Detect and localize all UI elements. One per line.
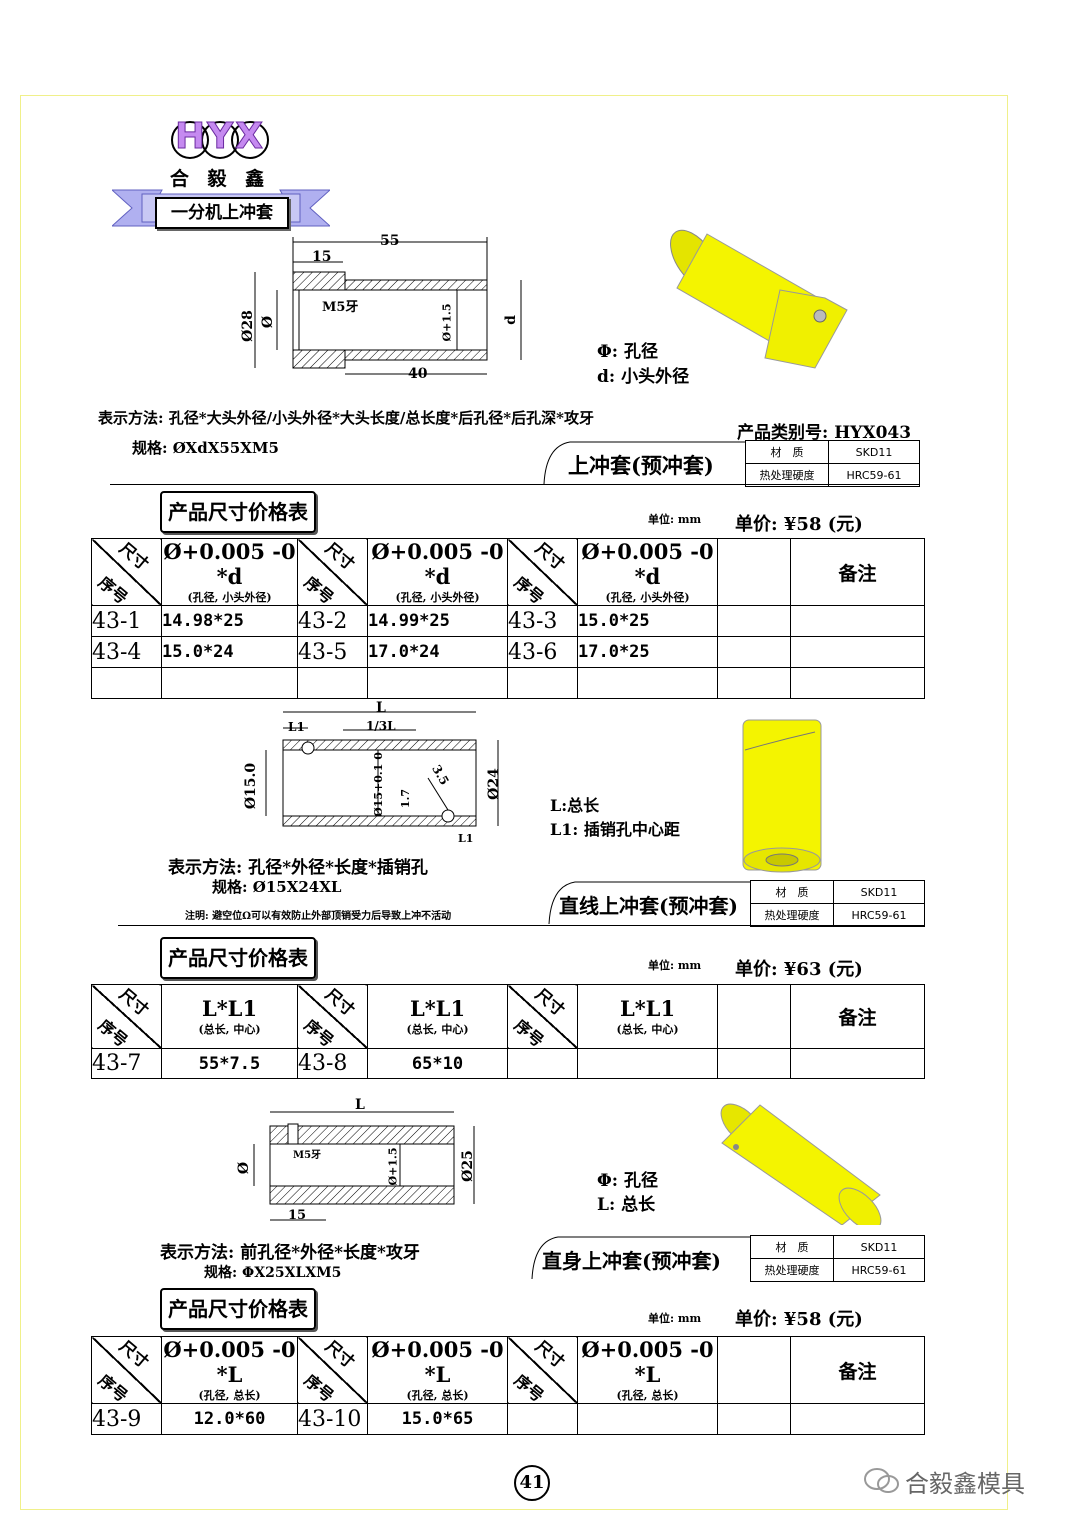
render-straight-sleeve [742, 719, 822, 873]
price-table-2: 尺寸序号 L*L1(总长, 中心) 尺寸序号 L*L1(总长, 中心) 尺寸序号… [91, 984, 925, 1079]
dim-d15t: Ø15+0.1 0 [371, 752, 385, 817]
table-title-3: 产品尺寸价格表 [160, 1288, 316, 1330]
logo-cn: 合 毅 鑫 [169, 168, 271, 190]
page-frame [20, 95, 1008, 1510]
dim-L1-2: L1 [288, 720, 305, 734]
dim-d28: Ø28 [239, 310, 256, 342]
legend-d: d: 小头外径 [597, 367, 690, 387]
banner-title: 一分机上冲套 [155, 197, 289, 229]
product-name-1: 上冲套(预冲套) [568, 453, 714, 478]
dim-d-3: Ø [236, 1161, 253, 1175]
hardness-label-1: 热处理硬度 [745, 463, 829, 487]
dim-55: 55 [380, 233, 400, 249]
divider-1 [110, 484, 920, 485]
hardness-1: HRC59-61 [828, 463, 920, 487]
wechat-icon [864, 1468, 899, 1493]
thread-label: M5牙 [322, 300, 359, 315]
col-header-1a: Ø+0.005 -0 *d(孔径, 小头外径) [161, 538, 298, 606]
dim-15-3: 15 [288, 1208, 307, 1223]
diag-header: 尺寸序号 [91, 538, 162, 608]
price-1: 单价: ¥58 (元) [735, 514, 863, 535]
unit-1: 单位: mm [648, 513, 702, 526]
spec-3: 规格: ΦX25XLXM5 [204, 1265, 342, 1281]
dim-third: 1/3L [366, 719, 396, 733]
dim-d15-3: Ø+1.5 [386, 1147, 400, 1186]
legend-L: L:总长 [550, 796, 600, 815]
drawing-straight-body-sleeve [253, 1111, 475, 1221]
table-title-1: 产品尺寸价格表 [160, 491, 316, 533]
material-1: SKD11 [828, 440, 920, 464]
col-header-3b: Ø+0.005 -0 *L(孔径, 总长) [367, 1336, 508, 1404]
render-straight-body-sleeve [720, 1103, 882, 1225]
dim-d15: Ø15.0 [243, 762, 260, 810]
remark-header-2: 备注 [790, 984, 925, 1049]
dim-d-back: Ø+1.5 [440, 303, 454, 342]
dim-L-3: L [355, 1097, 365, 1113]
product-name-2: 直线上冲套(预冲套) [559, 894, 738, 918]
col-header-3c: Ø+0.005 -0 *L(孔径, 总长) [577, 1336, 718, 1404]
dim-L-2: L [376, 700, 386, 716]
material-label-1: 材 质 [745, 440, 829, 464]
col-header-2b: L*L1(总长, 中心) [367, 984, 508, 1049]
dim-d-hole: Ø [260, 315, 277, 329]
table-title-2: 产品尺寸价格表 [160, 937, 316, 979]
remark-header-3: 备注 [790, 1336, 925, 1404]
col-header-1b: Ø+0.005 -0 *d(孔径, 小头外径) [367, 538, 508, 606]
price-table-1: 尺寸序号 Ø+0.005 -0 *d(孔径, 小头外径) 尺寸序号 Ø+0.00… [91, 538, 925, 699]
watermark: 合毅鑫模具 [905, 1470, 1025, 1498]
product-name-3: 直身上冲套(预冲套) [542, 1249, 721, 1273]
dim-L1-bottom: L1 [458, 832, 474, 845]
dim-40: 40 [408, 366, 428, 382]
page-number: 41 [514, 1465, 550, 1501]
unit-3: 单位: mm [648, 1312, 702, 1325]
dim-15: 15 [312, 249, 332, 265]
dim-d24: Ø24 [485, 768, 502, 800]
legend-L1: L1: 插销孔中心距 [550, 820, 680, 839]
brand-logo [171, 121, 269, 159]
dim-d-small: d [502, 315, 519, 325]
price-table-3: 尺寸序号 Ø+0.005 -0 *L(孔径, 总长) 尺寸序号 Ø+0.005 … [91, 1336, 925, 1435]
spec-1: 规格: ØXdX55XM5 [132, 439, 279, 457]
logo-letters: HYX [175, 116, 265, 158]
method-1: 表示方法: 孔径*大头外径/小头外径*大头长度/总长度*后孔径*后孔深*攻牙 [98, 409, 594, 427]
dim-17: 1.7 [399, 788, 413, 809]
thread-label-3: M5牙 [293, 1150, 322, 1161]
col-header-3a: Ø+0.005 -0 *L(孔径, 总长) [161, 1336, 298, 1404]
dim-d25: Ø25 [459, 1150, 476, 1182]
legend-phi-3: Φ: 孔径 [597, 1171, 659, 1191]
col-header-2a: L*L1(总长, 中心) [161, 984, 298, 1049]
price-3: 单价: ¥58 (元) [735, 1309, 863, 1330]
price-2: 单价: ¥63 (元) [735, 959, 863, 980]
note-2: 注明: 避空位Ω可以有效防止外部顶销受力后导致上冲不活动 [185, 911, 452, 922]
legend-L-3: L: 总长 [597, 1195, 656, 1215]
method-3: 表示方法: 前孔径*外径*长度*攻牙 [160, 1243, 420, 1263]
divider-2 [118, 925, 925, 926]
spec-2: 规格: Ø15X24XL [212, 878, 342, 896]
drawing-straight-sleeve [265, 711, 499, 827]
remark-header-1: 备注 [790, 538, 925, 606]
table-row [91, 667, 925, 699]
drawing-punch-sleeve [254, 237, 522, 375]
col-header-1c: Ø+0.005 -0 *d(孔径, 小头外径) [577, 538, 718, 606]
product-code: 产品类别号: HYX043 [737, 423, 912, 443]
method-2: 表示方法: 孔径*外径*长度*插销孔 [168, 858, 428, 878]
render-punch-sleeve [670, 229, 848, 369]
col-header-2c: L*L1(总长, 中心) [577, 984, 718, 1049]
unit-2: 单位: mm [648, 959, 702, 972]
legend-phi: Φ: 孔径 [597, 342, 659, 362]
